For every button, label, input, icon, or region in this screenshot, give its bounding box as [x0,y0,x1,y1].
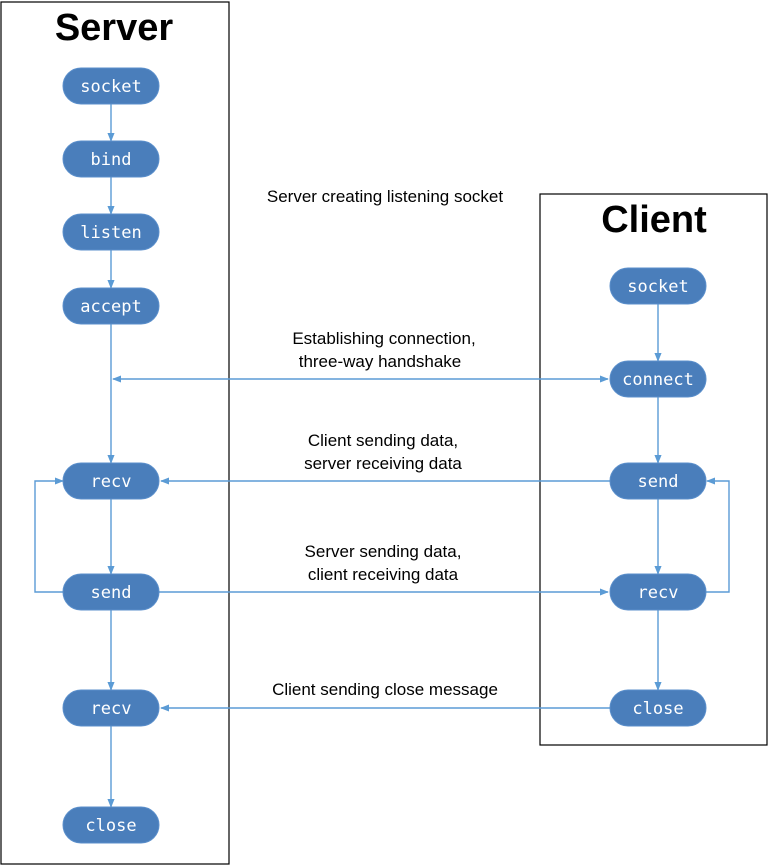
client-frame [539,193,768,746]
server-node-accept: accept [62,287,160,325]
client-node-connect: connect [609,360,707,398]
server-node-close-label: close [85,816,136,836]
server-node-send: send [62,573,160,611]
server-node-recv-final-label: recv [91,699,132,719]
caption-handshake-line2: three-way handshake [299,352,462,371]
edge-server-loop [34,477,64,593]
server-node-listen-label: listen [80,223,141,243]
caption-server-send-line1: Server sending data, [305,542,462,561]
caption-listening: Server creating listening socket [267,187,504,206]
server-node-socket-label: socket [80,77,141,97]
client-node-socket-label: socket [627,277,688,297]
server-node-bind: bind [62,140,160,178]
caption-client-send-line2: server receiving data [304,454,462,473]
client-node-send: send [609,462,707,500]
client-node-connect-label: connect [622,370,694,390]
server-node-send-label: send [91,583,132,603]
server-node-close: close [62,806,160,844]
edge-client-loop [706,477,730,593]
client-node-close: close [609,689,707,727]
client-node-send-label: send [638,472,679,492]
server-node-recv-final: recv [62,689,160,727]
server-node-recv: recv [62,462,160,500]
server-frame [0,1,230,865]
client-node-recv: recv [609,573,707,611]
server-node-listen: listen [62,213,160,251]
caption-close-message: Client sending close message [272,680,498,699]
client-node-socket: socket [609,267,707,305]
client-node-recv-label: recv [638,583,679,603]
caption-handshake-line1: Establishing connection, [292,329,475,348]
server-title: Server [55,7,174,49]
client-node-close-label: close [632,699,683,719]
client-title: Client [601,199,707,241]
caption-client-send-line1: Client sending data, [308,431,458,450]
server-node-bind-label: bind [91,150,132,170]
server-node-recv-label: recv [91,472,132,492]
server-node-accept-label: accept [80,297,141,317]
server-node-socket: socket [62,67,160,105]
caption-server-send-line2: client receiving data [308,565,459,584]
